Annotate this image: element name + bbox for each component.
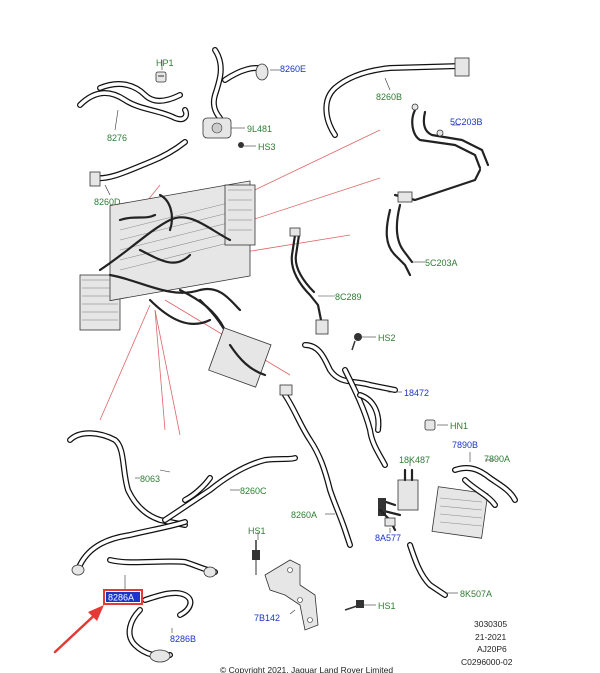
hose-8260e — [210, 47, 280, 121]
red-arrow — [53, 605, 104, 654]
label-hs1-bottom[interactable]: HS1 — [378, 601, 396, 611]
label-8260d[interactable]: 8260D — [94, 197, 121, 207]
label-hs1-top[interactable]: HS1 — [248, 526, 266, 536]
label-hs3[interactable]: HS3 — [258, 142, 276, 152]
label-8260e[interactable]: 8260E — [280, 64, 306, 74]
label-hp1[interactable]: HP1 — [156, 58, 174, 68]
label-8a577[interactable]: 8A577 — [375, 533, 401, 543]
label-7890b[interactable]: 7890B — [452, 440, 478, 450]
label-hs2[interactable]: HS2 — [378, 333, 396, 343]
cooler-assembly — [378, 452, 518, 539]
leaders — [104, 77, 391, 590]
pipe-5c203a — [385, 168, 482, 277]
label-7b142[interactable]: 7B142 — [254, 613, 280, 623]
sensor-hs2 — [351, 333, 376, 351]
hose-18472 — [302, 342, 402, 468]
drawing-meta: 3030305 21-2021 AJ20P6 C0296000-02 — [461, 619, 513, 667]
label-8276[interactable]: 8276 — [107, 133, 127, 143]
hose-8286b — [126, 589, 194, 663]
pipe-8c289 — [289, 227, 335, 335]
label-hn1[interactable]: HN1 — [450, 421, 468, 431]
label-8063[interactable]: 8063 — [140, 474, 160, 484]
label-9l481[interactable]: 9L481 — [247, 124, 272, 134]
label-5c203b[interactable]: 5C203B — [450, 117, 483, 127]
label-8286b[interactable]: 8286B — [170, 634, 196, 644]
hose-8k507a — [407, 542, 458, 598]
sensor-hs1-top — [252, 540, 260, 575]
copyright-text: © Copyright 2021, Jaguar Land Rover Limi… — [220, 665, 393, 673]
hose-8276 — [77, 81, 190, 123]
label-18k487[interactable]: 18K487 — [399, 455, 430, 465]
label-8260a[interactable]: 8260A — [291, 510, 317, 520]
label-8260c[interactable]: 8260C — [240, 486, 267, 496]
meta-line4: C0296000-02 — [461, 657, 513, 667]
housing-9l481 — [202, 117, 256, 148]
hose-8260a — [279, 384, 353, 548]
label-8260b[interactable]: 8260B — [376, 92, 402, 102]
clip-hp1 — [155, 60, 167, 83]
bracket-7b142 — [264, 559, 319, 631]
highlighted-part-8286a[interactable]: 8286A — [103, 589, 143, 605]
meta-line3: AJ20P6 — [477, 644, 507, 654]
label-8c289[interactable]: 8C289 — [335, 292, 362, 302]
part-labels: HP1 8260E 8276 9L481 HS3 8260B 5C203B 82… — [94, 58, 510, 644]
part-8a577 — [378, 508, 397, 533]
label-5c203a[interactable]: 5C203A — [425, 258, 458, 268]
hose-8260c — [71, 455, 298, 578]
hose-8063 — [67, 430, 188, 528]
meta-line2: 21-2021 — [475, 632, 506, 642]
bolt-hs1-bottom — [344, 600, 376, 611]
label-8286a[interactable]: 8286A — [108, 593, 134, 603]
hose-8260d — [89, 139, 188, 187]
label-8k507a[interactable]: 8K507A — [460, 589, 492, 599]
pipe-5c203b — [411, 103, 490, 170]
connector-hn1 — [424, 419, 448, 431]
meta-line1: 3030305 — [474, 619, 507, 629]
label-7890a[interactable]: 7890A — [484, 454, 510, 464]
label-18472[interactable]: 18472 — [404, 388, 429, 398]
hose-8260b — [323, 57, 470, 138]
radiator-assembly — [79, 180, 272, 388]
